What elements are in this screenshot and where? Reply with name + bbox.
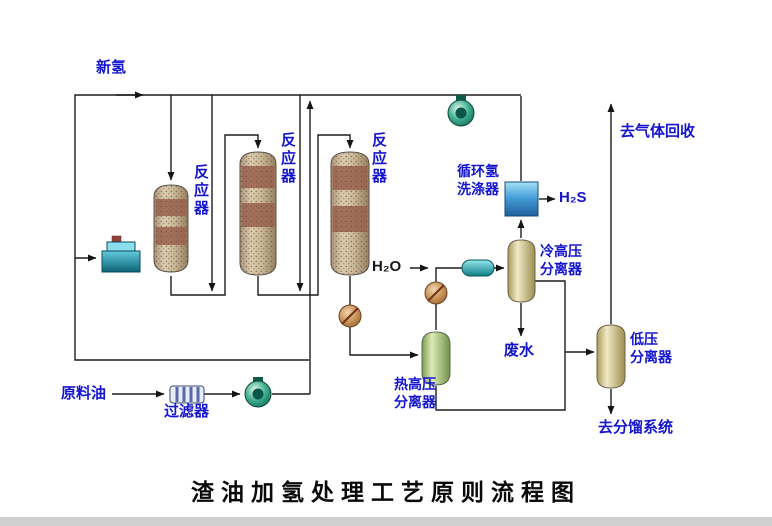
diagram-title: 渣油加氢处理工艺原则流程图: [191, 480, 581, 505]
reactor-1-vessel: [153, 184, 189, 273]
to-gas-recovery-label: 去气体回收: [620, 123, 696, 140]
hot-hp-separator-label: 热高压 分离器: [394, 375, 436, 411]
to-fractionation-label: 去分馏系统: [598, 419, 674, 436]
hot-sep-liquid-pipe: [435, 352, 566, 411]
makeup-compressor: [101, 235, 141, 273]
feed-pump: [244, 377, 272, 408]
reactor1-to-reactor2-pipe: [170, 134, 262, 296]
scrubber-label-line2: 洗涤器: [457, 181, 499, 197]
recycle-hydrogen-scrubber: [504, 181, 539, 217]
lp-sep-label-line2: 分离器: [630, 349, 672, 365]
h2o-label: H₂O: [372, 258, 402, 275]
waste-water-label: 废水: [504, 342, 535, 359]
reactor-3-label: 反应器: [370, 132, 387, 186]
lp-separator-vessel: [596, 324, 626, 389]
recycle-compressor-pump: [447, 95, 475, 127]
heat-exchanger-1: [338, 304, 362, 328]
cold-hp-separator-vessel: [507, 239, 536, 303]
fresh-hydrogen-label: 新氢: [96, 59, 127, 76]
filter-label: 过滤器: [164, 403, 210, 420]
reactor-2-vessel: [239, 151, 277, 276]
bottom-bar: [0, 517, 772, 526]
cooler: [461, 259, 495, 277]
feed-filter: [169, 385, 205, 404]
heat-exchanger-2: [424, 281, 448, 305]
hot-sep-label-line2: 分离器: [394, 394, 436, 410]
lp-separator-label: 低压 分离器: [630, 330, 672, 366]
reactor3-effluent-pipe: [349, 276, 419, 359]
hot-sep-label-line1: 热高压: [394, 376, 436, 392]
cold-sep-label-line1: 冷高压: [540, 243, 582, 259]
scrubber-label-line1: 循环氢: [457, 163, 499, 179]
pipe-lines: [74, 91, 615, 415]
h2s-label: H₂S: [559, 189, 587, 206]
cold-sep-liquid-pipe: [535, 280, 566, 352]
reactor-2-label: 反应器: [279, 132, 296, 186]
reactor-1-label: 反应器: [192, 164, 209, 218]
lp-sep-label-line1: 低压: [630, 331, 658, 347]
cold-hp-separator-label: 冷高压 分离器: [540, 242, 582, 278]
hot-sep-vapor-pipe: [435, 264, 505, 330]
hot-hp-separator-vessel: [421, 331, 451, 386]
reactor2-to-reactor3-pipe: [257, 134, 354, 296]
feed-oil-label: 原料油: [61, 385, 107, 402]
cold-sep-label-line2: 分离器: [540, 261, 582, 277]
hydrogen-header-pipe: [74, 94, 521, 361]
reactor-3-vessel: [330, 151, 370, 276]
scrubber-label: 循环氢 洗涤器: [457, 162, 499, 198]
